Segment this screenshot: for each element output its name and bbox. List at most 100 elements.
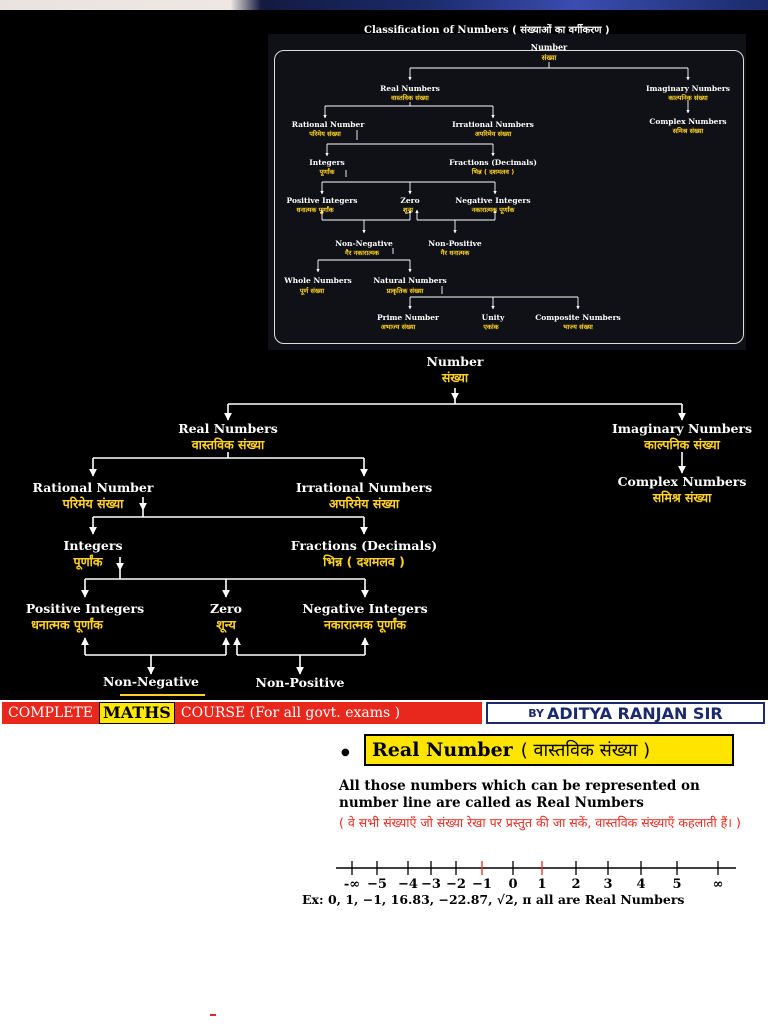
chart1-node-positive-hi: धनात्मक पूर्णांक: [296, 206, 334, 214]
chart1-node-zero-hi: शून्य: [403, 206, 413, 214]
chart1-node-positive: Positive Integers: [287, 196, 358, 205]
number-line-label: 2: [571, 877, 580, 890]
pen-mark: [210, 1014, 216, 1016]
chart1-svg: Classification of Numbers ( संख्याओं का …: [283, 23, 730, 331]
lesson-heading: Real Number ( वास्तविक संख्या ): [364, 734, 734, 766]
chart2-connectors: [81, 388, 686, 675]
number-line-label: −5: [367, 877, 387, 890]
chart2-node-number-hi: संख्या: [441, 370, 469, 385]
number-line-label: −4: [398, 877, 418, 890]
author-name: ADITYA RANJAN SIR: [547, 703, 723, 723]
number-line-labels: -∞ −5 −4−3 −2 −1 0 1 2 3 4 5 ∞: [344, 877, 724, 890]
chart1-node-nonpos: Non-Positive: [428, 239, 482, 248]
number-line-label: −2: [446, 877, 466, 890]
classification-chart-zoomed: Number संख्या Real Numbers वास्तविक संख्…: [0, 352, 768, 700]
chart1-node-number: Number: [531, 42, 568, 52]
course-title-strip: COMPLETE MATHS COURSE (For all govt. exa…: [2, 702, 482, 724]
chart2-node-positive: Positive Integers: [26, 601, 144, 616]
chart1-node-negative-hi: नकारात्मक पूर्णांक: [471, 206, 516, 214]
chart1-node-imaginary-hi: काल्पनिक संख्या: [667, 94, 708, 102]
chart2-node-rational: Rational Number: [33, 480, 154, 495]
heading-hindi: ( वास्तविक संख्या ): [520, 740, 651, 761]
chart2-node-fractions: Fractions (Decimals): [291, 538, 437, 553]
chart2-svg: Number संख्या Real Numbers वास्तविक संख्…: [26, 354, 752, 696]
number-line: -∞ −5 −4−3 −2 −1 0 1 2 3 4 5 ∞: [336, 861, 736, 890]
number-line-label: 1: [537, 877, 546, 890]
chart2-node-negative: Negative Integers: [302, 601, 427, 616]
chart2-node-real-hi: वास्तविक संख्या: [191, 437, 265, 452]
course-banner: COMPLETE MATHS COURSE (For all govt. exa…: [0, 700, 768, 726]
bullet-dot: ●: [341, 747, 350, 758]
chart2-node-real: Real Numbers: [178, 421, 278, 436]
chart2-node-irrational: Irrational Numbers: [296, 480, 432, 495]
number-line-label: 3: [603, 877, 612, 890]
author-by: BY: [528, 706, 544, 720]
chart1-node-nonpos-hi: गैर धनात्मक: [440, 249, 471, 257]
chart2-node-complex-hi: समिश्र संख्या: [652, 490, 712, 505]
definition-english: All those numbers which can be represent…: [339, 778, 700, 811]
number-line-label: 5: [672, 877, 681, 890]
number-line-label: -∞: [344, 877, 360, 890]
chart1-node-nonneg-hi: गैर नकारात्मक: [344, 249, 380, 257]
chart2-node-number: Number: [426, 354, 483, 369]
chart1-node-natural: Natural Numbers: [373, 276, 446, 285]
chart1-node-unity-hi: एकांक: [482, 323, 499, 331]
classification-chart-small: Classification of Numbers ( संख्याओं का …: [0, 10, 768, 352]
number-line-label: ∞: [713, 877, 724, 890]
number-line-ticks: [351, 861, 719, 875]
chart1-node-complex: Complex Numbers: [649, 117, 726, 126]
banner-prefix: COMPLETE: [8, 705, 94, 721]
chart1-node-rational-hi: परिमेय संख्या: [308, 130, 341, 138]
banner-suffix: COURSE (For all govt. exams ): [180, 705, 401, 721]
chart1-node-complex-hi: समिश्र संख्या: [672, 127, 704, 135]
chart-rounded-border: [274, 50, 744, 344]
number-line-label: −1: [472, 877, 492, 890]
chart1-node-unity: Unity: [482, 313, 505, 322]
chart1-node-nonneg: Non-Negative: [335, 239, 393, 248]
chart1-node-natural-hi: प्राकृतिक संख्या: [386, 287, 424, 295]
chart1-node-real: Real Numbers: [380, 84, 440, 93]
chart2-node-irrational-hi: अपरिमेय संख्या: [329, 496, 400, 511]
chart1-node-rational: Rational Number: [292, 120, 366, 129]
chart1-node-integers: Integers: [309, 158, 344, 167]
example-line: Ex: 0, 1, −1, 16.83, −22.87, √2, π all a…: [302, 892, 685, 907]
chart1-node-irrational: Irrational Numbers: [452, 120, 534, 129]
chart1-node-negative: Negative Integers: [455, 196, 530, 205]
chart1-node-number-hi: संख्या: [541, 54, 558, 62]
chart1-node-whole-hi: पूर्ण संख्या: [299, 287, 325, 295]
chart1-node-whole: Whole Numbers: [283, 276, 352, 285]
author-strip: BY ADITYA RANJAN SIR: [486, 702, 765, 724]
chart2-node-fractions-hi: भिन्न ( दशमलव ): [322, 554, 405, 569]
banner-maths-highlight: MATHS: [99, 702, 175, 724]
number-line-label: 0: [508, 877, 517, 890]
chart1-node-integers-hi: पूर्णांक: [318, 168, 335, 176]
lesson-document: ● Real Number ( वास्तविक संख्या ) All th…: [0, 726, 768, 1024]
chart1-node-composite: Composite Numbers: [535, 313, 621, 322]
chart2-node-rational-hi: परिमेय संख्या: [62, 496, 125, 511]
chart1-node-imaginary: Imaginary Numbers: [646, 84, 730, 93]
chart2-node-imaginary: Imaginary Numbers: [612, 421, 752, 436]
chart1-node-fractions: Fractions (Decimals): [449, 158, 537, 167]
video-top-strip: [0, 0, 768, 10]
chart1-node-zero: Zero: [400, 196, 419, 205]
chart1-node-irrational-hi: अपरिमेय संख्या: [475, 130, 512, 138]
definition-hindi: ( वे सभी संख्याएँ जो संख्या रेखा पर प्रस…: [339, 815, 741, 830]
chart1-node-composite-hi: भाज्य संख्या: [563, 323, 593, 331]
chart2-node-imaginary-hi: काल्पनिक संख्या: [643, 437, 720, 452]
chart1-node-prime: Prime Number: [377, 313, 440, 322]
chart1-node-fractions-hi: भिन्न ( दशमलव ): [471, 168, 514, 176]
chart2-node-negative-hi: नकारात्मक पूर्णांक: [323, 617, 407, 633]
chart1-connectors: [316, 62, 690, 310]
chart2-node-integers: Integers: [64, 538, 123, 553]
chart2-node-integers-hi: पूर्णांक: [73, 554, 104, 570]
chart2-node-nonneg: Non-Negative: [103, 674, 199, 689]
chart2-node-complex: Complex Numbers: [618, 474, 747, 489]
chart1-node-prime-hi: अभाज्य संख्या: [381, 323, 416, 331]
chart2-node-zero-hi: शून्य: [216, 617, 236, 633]
number-line-label: −3: [421, 877, 441, 890]
chart1-title: Classification of Numbers ( संख्याओं का …: [364, 23, 610, 36]
number-line-label: 4: [636, 877, 645, 890]
chart2-node-zero: Zero: [210, 601, 242, 616]
chart1-node-real-hi: वास्तविक संख्या: [390, 94, 429, 102]
chart2-node-positive-hi: धनात्मक पूर्णांक: [31, 617, 104, 633]
